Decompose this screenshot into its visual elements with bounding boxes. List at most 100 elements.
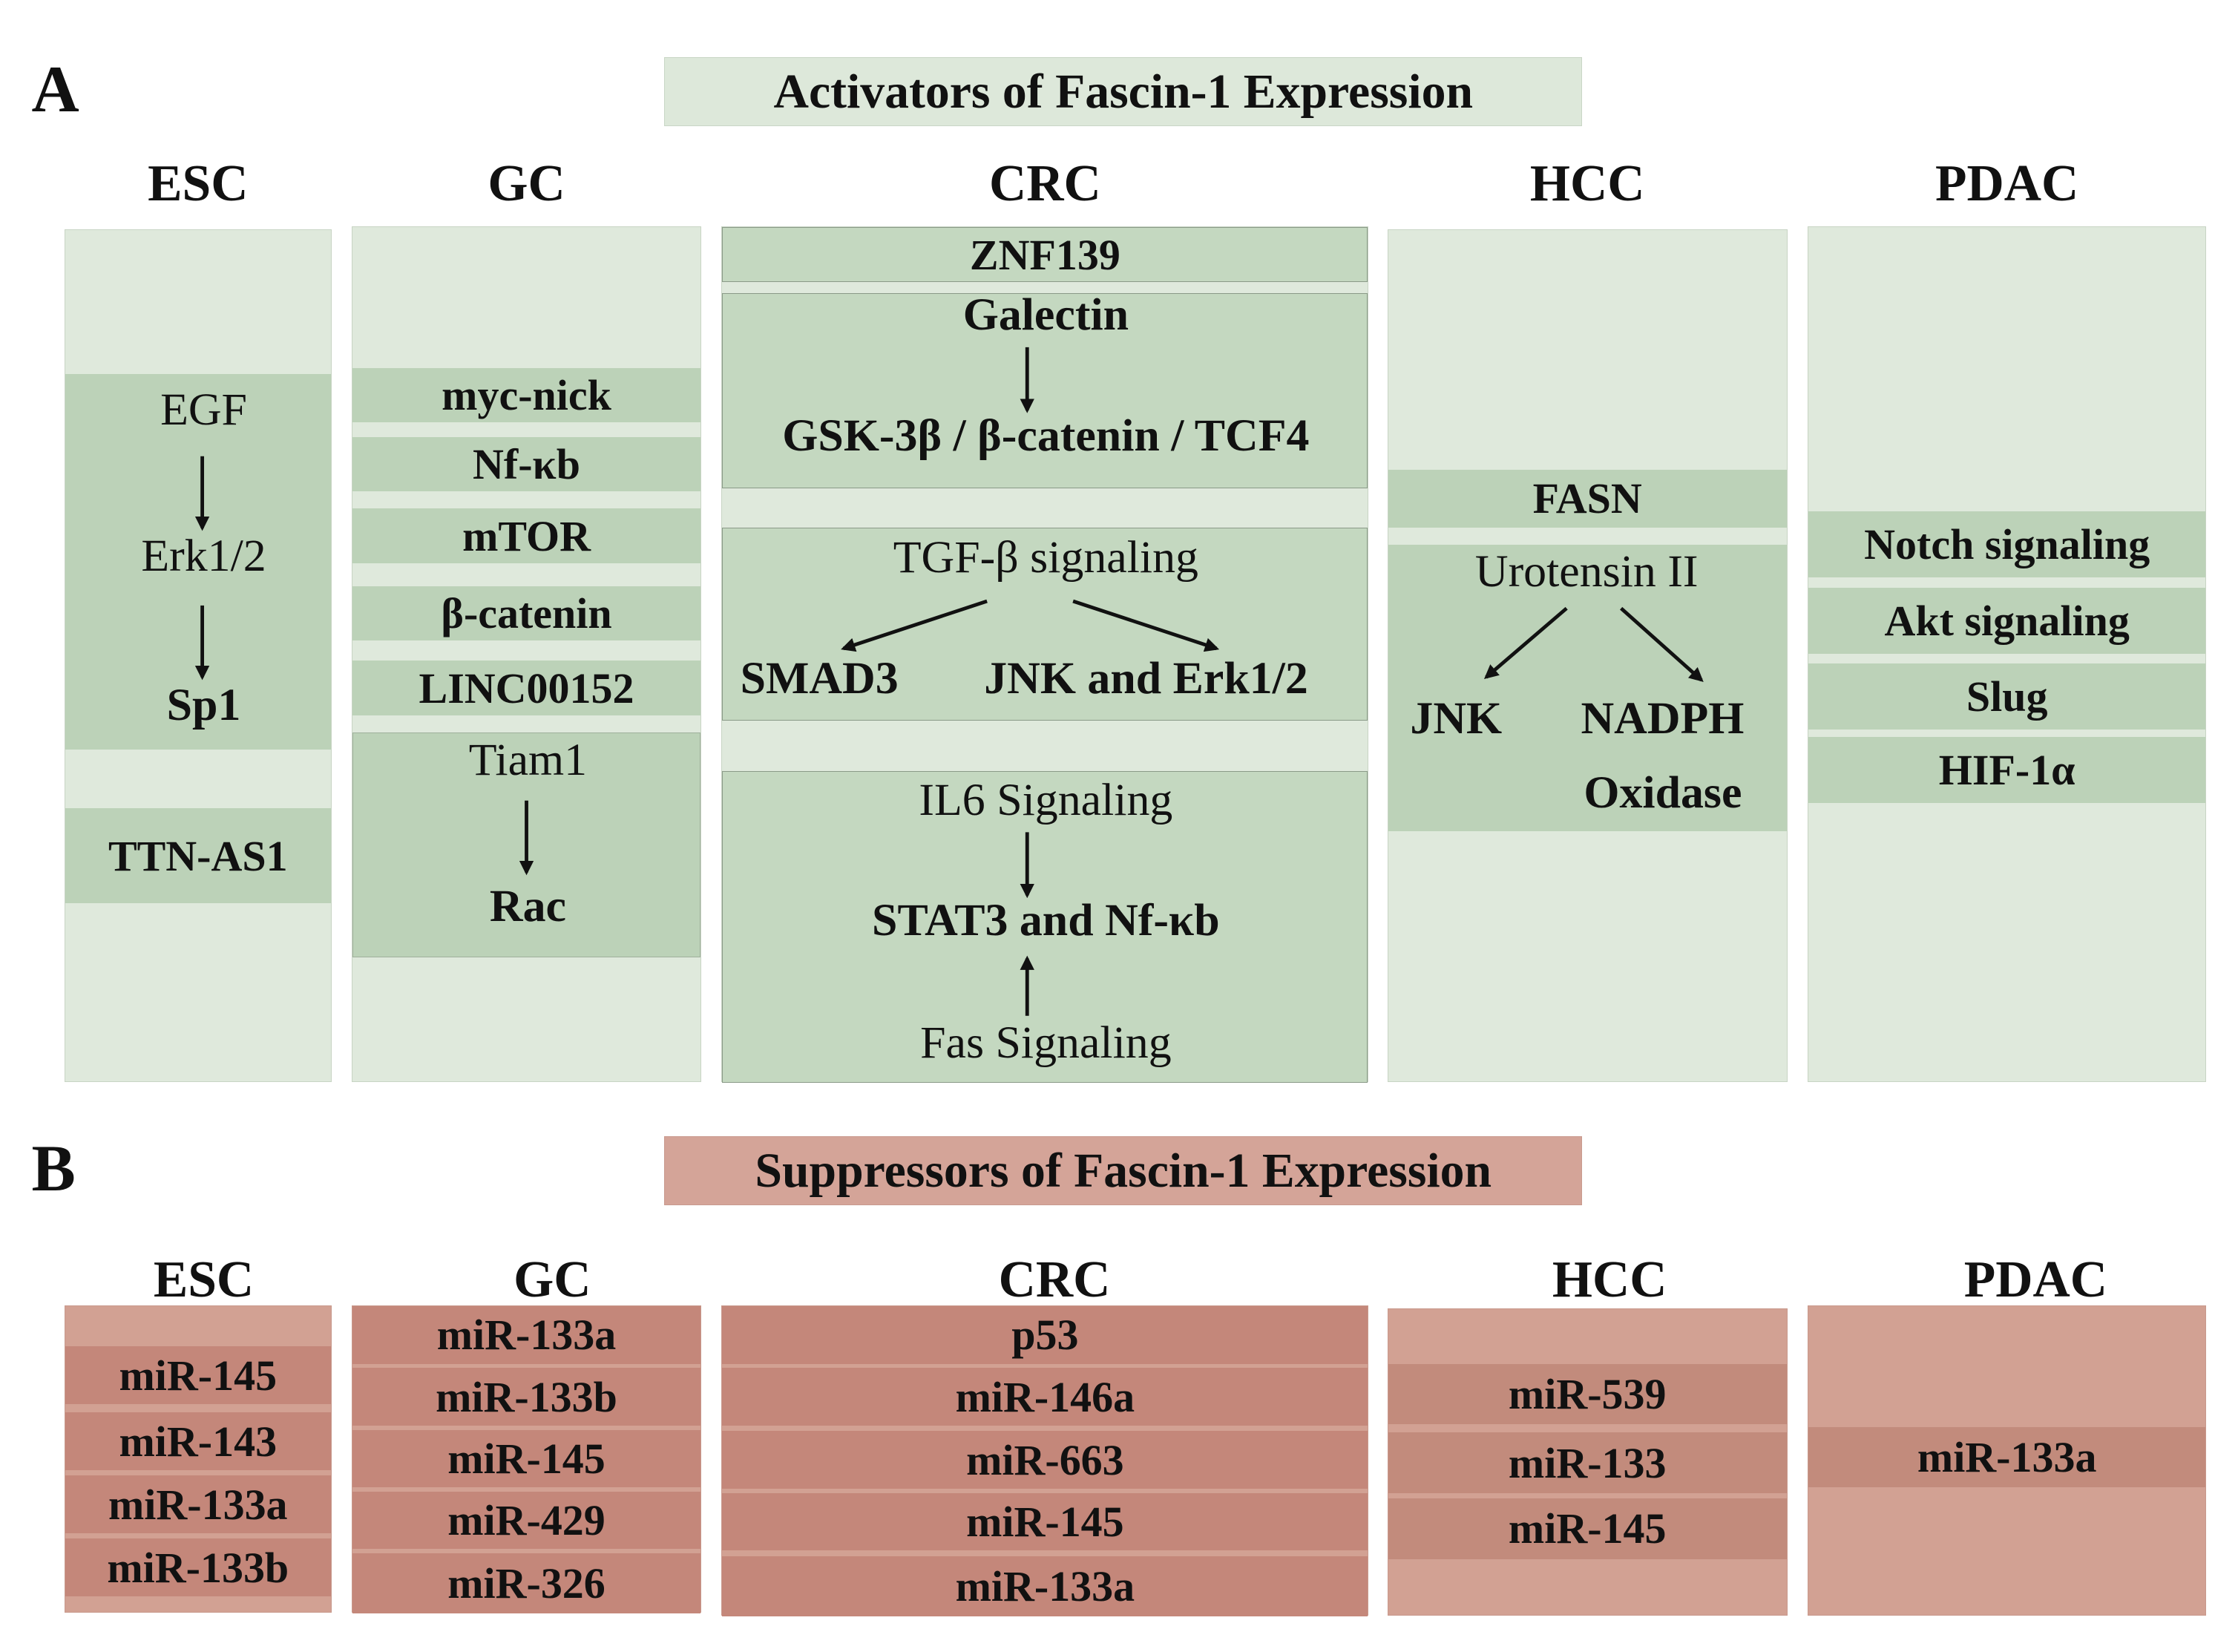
crc-tgf-label: TGF-β signaling bbox=[893, 532, 1198, 583]
a-col-header-gc: GC bbox=[488, 154, 565, 212]
pdac-slug-label: Slug bbox=[1966, 672, 2048, 721]
b-hcc-column: miR-539 miR-133 miR-145 bbox=[1387, 1308, 1788, 1616]
b-col-header-hcc: HCC bbox=[1552, 1251, 1667, 1308]
b-esc-column: miR-145 miR-143 miR-133a miR-133b bbox=[64, 1305, 332, 1613]
b-pdac-column: miR-133a bbox=[1807, 1305, 2207, 1616]
gc-myc-nick-label: myc-nick bbox=[442, 371, 611, 420]
hcc-oxidase-label: Oxidase bbox=[1584, 767, 1742, 819]
a-col-header-crc: CRC bbox=[989, 154, 1101, 212]
a-pdac-column: Notch signaling Akt signaling Slug HIF-1… bbox=[1807, 226, 2207, 1082]
pdac-item-hif1a: HIF-1α bbox=[1808, 736, 2206, 803]
b-col-header-pdac: PDAC bbox=[1963, 1251, 2107, 1308]
a-gc-column: myc-nick Nf-κb mTOR β-catenin LINC00152 bbox=[351, 226, 702, 1082]
activators-title: Activators of Fascin-1 Expression bbox=[664, 57, 1583, 127]
crc-smad3-label: SMAD3 bbox=[740, 652, 899, 704]
gc-tiam1-label: Tiam1 bbox=[468, 734, 588, 785]
list-item: miR-326 bbox=[352, 1553, 701, 1613]
b-gc-item-label: miR-133b bbox=[436, 1372, 617, 1421]
esc-item-ttn-as1: TTN-AS1 bbox=[65, 808, 331, 904]
crc-galectin-label: Galectin bbox=[962, 289, 1129, 341]
gc-linc00152-label: LINC00152 bbox=[419, 663, 634, 712]
gc-item-mtor: mTOR bbox=[352, 508, 701, 563]
b-crc-item-label: miR-133a bbox=[955, 1561, 1135, 1610]
pdac-item-akt: Akt signaling bbox=[1808, 587, 2206, 654]
crc-stat3-label: STAT3 and Nf-κb bbox=[872, 895, 1220, 946]
a-hcc-column: FASN bbox=[1387, 229, 1788, 1082]
pdac-hif1a-label: HIF-1α bbox=[1938, 745, 2075, 794]
crc-tgf-box bbox=[722, 527, 1368, 721]
list-item: miR-429 bbox=[352, 1491, 701, 1550]
b-hcc-item-label: miR-539 bbox=[1508, 1369, 1667, 1418]
list-item: miR-133b bbox=[65, 1538, 331, 1596]
b-crc-column: p53 miR-146a miR-663 miR-145 miR-133a bbox=[721, 1305, 1369, 1616]
b-hcc-item-label: miR-145 bbox=[1508, 1504, 1667, 1553]
list-item: miR-133a bbox=[722, 1556, 1368, 1616]
crc-galectin-box bbox=[722, 293, 1368, 489]
b-crc-item-label: miR-145 bbox=[966, 1497, 1124, 1546]
list-item: miR-145 bbox=[352, 1429, 701, 1487]
b-gc-item-label: miR-326 bbox=[447, 1558, 606, 1607]
b-gc-item-label: miR-145 bbox=[447, 1434, 606, 1483]
panel-b-letter: B bbox=[31, 1133, 76, 1206]
a-col-header-hcc: HCC bbox=[1529, 154, 1645, 212]
a-esc-column: TTN-AS1 bbox=[64, 229, 332, 1082]
hcc-fasn-label: FASN bbox=[1532, 474, 1642, 523]
b-esc-item-label: miR-143 bbox=[119, 1417, 278, 1466]
gc-beta-catenin-label: β-catenin bbox=[441, 589, 612, 637]
crc-il6-label: IL6 Signaling bbox=[919, 774, 1173, 825]
a-col-header-pdac: PDAC bbox=[1935, 154, 2079, 212]
b-col-header-esc: ESC bbox=[153, 1251, 255, 1308]
crc-jnk-erk-label: JNK and Erk1/2 bbox=[984, 652, 1308, 704]
a-crc-column: ZNF139 bbox=[721, 226, 1369, 1083]
pdac-item-notch: Notch signaling bbox=[1808, 511, 2206, 578]
crc-item-znf139: ZNF139 bbox=[722, 227, 1368, 282]
crc-il6-box bbox=[722, 771, 1368, 1083]
esc-egf-label: EGF bbox=[160, 384, 247, 435]
gc-mtor-label: mTOR bbox=[462, 511, 591, 560]
esc-sp1-label: Sp1 bbox=[166, 680, 241, 731]
list-item: miR-145 bbox=[1388, 1498, 1787, 1559]
hcc-jnk-label: JNK bbox=[1410, 692, 1503, 744]
list-item: miR-663 bbox=[722, 1431, 1368, 1489]
b-col-header-gc: GC bbox=[513, 1251, 591, 1308]
gc-rac-label: Rac bbox=[489, 880, 566, 931]
b-pdac-item-label: miR-133a bbox=[1917, 1432, 2097, 1481]
list-item: miR-133b bbox=[352, 1368, 701, 1426]
panel-a-letter: A bbox=[31, 53, 79, 127]
list-item: miR-145 bbox=[65, 1346, 331, 1404]
b-crc-item-label: miR-146a bbox=[955, 1372, 1135, 1421]
list-item: miR-133a bbox=[65, 1475, 331, 1533]
hcc-nadph-label: NADPH bbox=[1581, 692, 1745, 744]
list-item: miR-133a bbox=[1808, 1426, 2206, 1487]
gc-nfkb-label: Nf-κb bbox=[473, 439, 580, 488]
b-crc-item-label: p53 bbox=[1011, 1311, 1079, 1360]
b-esc-item-label: miR-145 bbox=[119, 1351, 278, 1400]
pdac-notch-label: Notch signaling bbox=[1864, 520, 2150, 569]
b-hcc-item-label: miR-133 bbox=[1508, 1438, 1667, 1487]
hcc-urotensin-label: Urotensin II bbox=[1474, 546, 1699, 597]
list-item: miR-133 bbox=[1388, 1432, 1787, 1493]
hcc-urotensin-box bbox=[1388, 544, 1787, 832]
b-crc-item-label: miR-663 bbox=[966, 1435, 1124, 1484]
list-item: miR-146a bbox=[722, 1368, 1368, 1426]
gc-item-myc-nick: myc-nick bbox=[352, 367, 701, 423]
pdac-item-slug: Slug bbox=[1808, 663, 2206, 730]
esc-erk-label: Erk1/2 bbox=[141, 531, 266, 582]
list-item: miR-539 bbox=[1388, 1363, 1787, 1424]
hcc-item-fasn: FASN bbox=[1388, 470, 1787, 528]
gc-item-nfkb: Nf-κb bbox=[352, 436, 701, 492]
crc-gsk-label: GSK-3β / β-catenin / TCF4 bbox=[782, 410, 1310, 461]
list-item: miR-145 bbox=[722, 1492, 1368, 1550]
list-item: miR-133a bbox=[352, 1306, 701, 1364]
suppressors-title: Suppressors of Fascin-1 Expression bbox=[664, 1136, 1583, 1205]
list-item: miR-143 bbox=[65, 1412, 331, 1470]
crc-znf139-label: ZNF139 bbox=[969, 230, 1120, 279]
b-gc-item-label: miR-429 bbox=[447, 1495, 606, 1544]
list-item: p53 bbox=[722, 1306, 1368, 1364]
b-esc-item-label: miR-133a bbox=[108, 1480, 288, 1529]
gc-item-linc00152: LINC00152 bbox=[352, 661, 701, 715]
pdac-akt-label: Akt signaling bbox=[1884, 596, 2130, 645]
crc-fas-label: Fas Signaling bbox=[920, 1017, 1172, 1068]
b-gc-item-label: miR-133a bbox=[436, 1311, 617, 1360]
esc-pathway-box bbox=[65, 373, 331, 750]
